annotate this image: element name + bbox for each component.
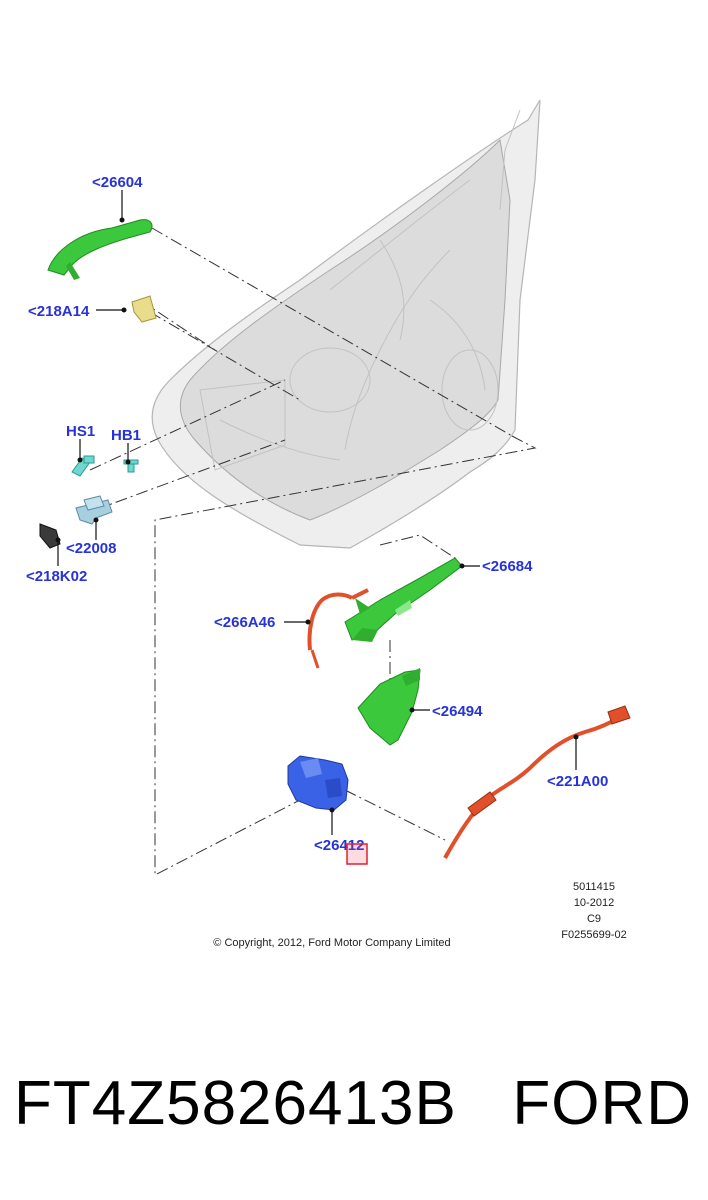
screw-hs1[interactable] — [71, 455, 95, 477]
latch-bracket[interactable] — [357, 668, 421, 746]
exploded-door-diagram: <26604 <218A14 HS1 HB1 <22008 <218K02 <2… — [26, 99, 631, 949]
leader-lines — [55, 190, 579, 835]
callout-218k02[interactable]: <218K02 — [26, 568, 87, 585]
brand-name: FORD — [512, 1069, 692, 1138]
callout-hs1[interactable]: HS1 — [66, 423, 95, 440]
rear-door-panel — [151, 99, 541, 549]
reference-code: C9 — [587, 913, 601, 925]
bolt-hb1[interactable] — [123, 459, 139, 473]
copyright-notice: © Copyright, 2012, Ford Motor Company Li… — [213, 937, 450, 949]
reference-figure-id: F0255699-02 — [561, 929, 626, 941]
part-caption: FT4Z5826413B FORD — [0, 1068, 708, 1158]
callout-26413[interactable]: <26412 — [314, 837, 364, 854]
callout-26684[interactable]: <26684 — [482, 558, 533, 575]
handle-carrier[interactable] — [344, 557, 463, 642]
inside-release-cable[interactable] — [443, 705, 631, 859]
door-latch-assembly[interactable] — [287, 755, 349, 811]
reference-number: 5011415 — [573, 881, 615, 893]
callout-218a14[interactable]: <218A14 — [28, 303, 90, 320]
release-cable[interactable] — [307, 588, 369, 669]
handle-gasket[interactable] — [39, 523, 61, 549]
assembly-guide-lines — [89, 227, 537, 876]
selected-part-highlight — [346, 843, 368, 865]
exterior-door-handle[interactable] — [47, 219, 153, 280]
drawing-reference: 5011415 10-2012 C9 F0255699-02 — [561, 881, 626, 941]
callout-hb1[interactable]: HB1 — [111, 427, 141, 444]
reference-date: 10-2012 — [574, 897, 614, 909]
callout-266a46[interactable]: <266A46 — [214, 614, 275, 631]
callout-labels: <26604 <218A14 HS1 HB1 <22008 <218K02 <2… — [26, 174, 608, 854]
callout-22008[interactable]: <22008 — [66, 540, 116, 557]
part-number: FT4Z5826413B — [14, 1069, 457, 1138]
callout-26494[interactable]: <26494 — [432, 703, 483, 720]
handle-clip[interactable] — [131, 295, 157, 323]
callout-221a00[interactable]: <221A00 — [547, 773, 608, 790]
callout-26604[interactable]: <26604 — [92, 174, 143, 191]
